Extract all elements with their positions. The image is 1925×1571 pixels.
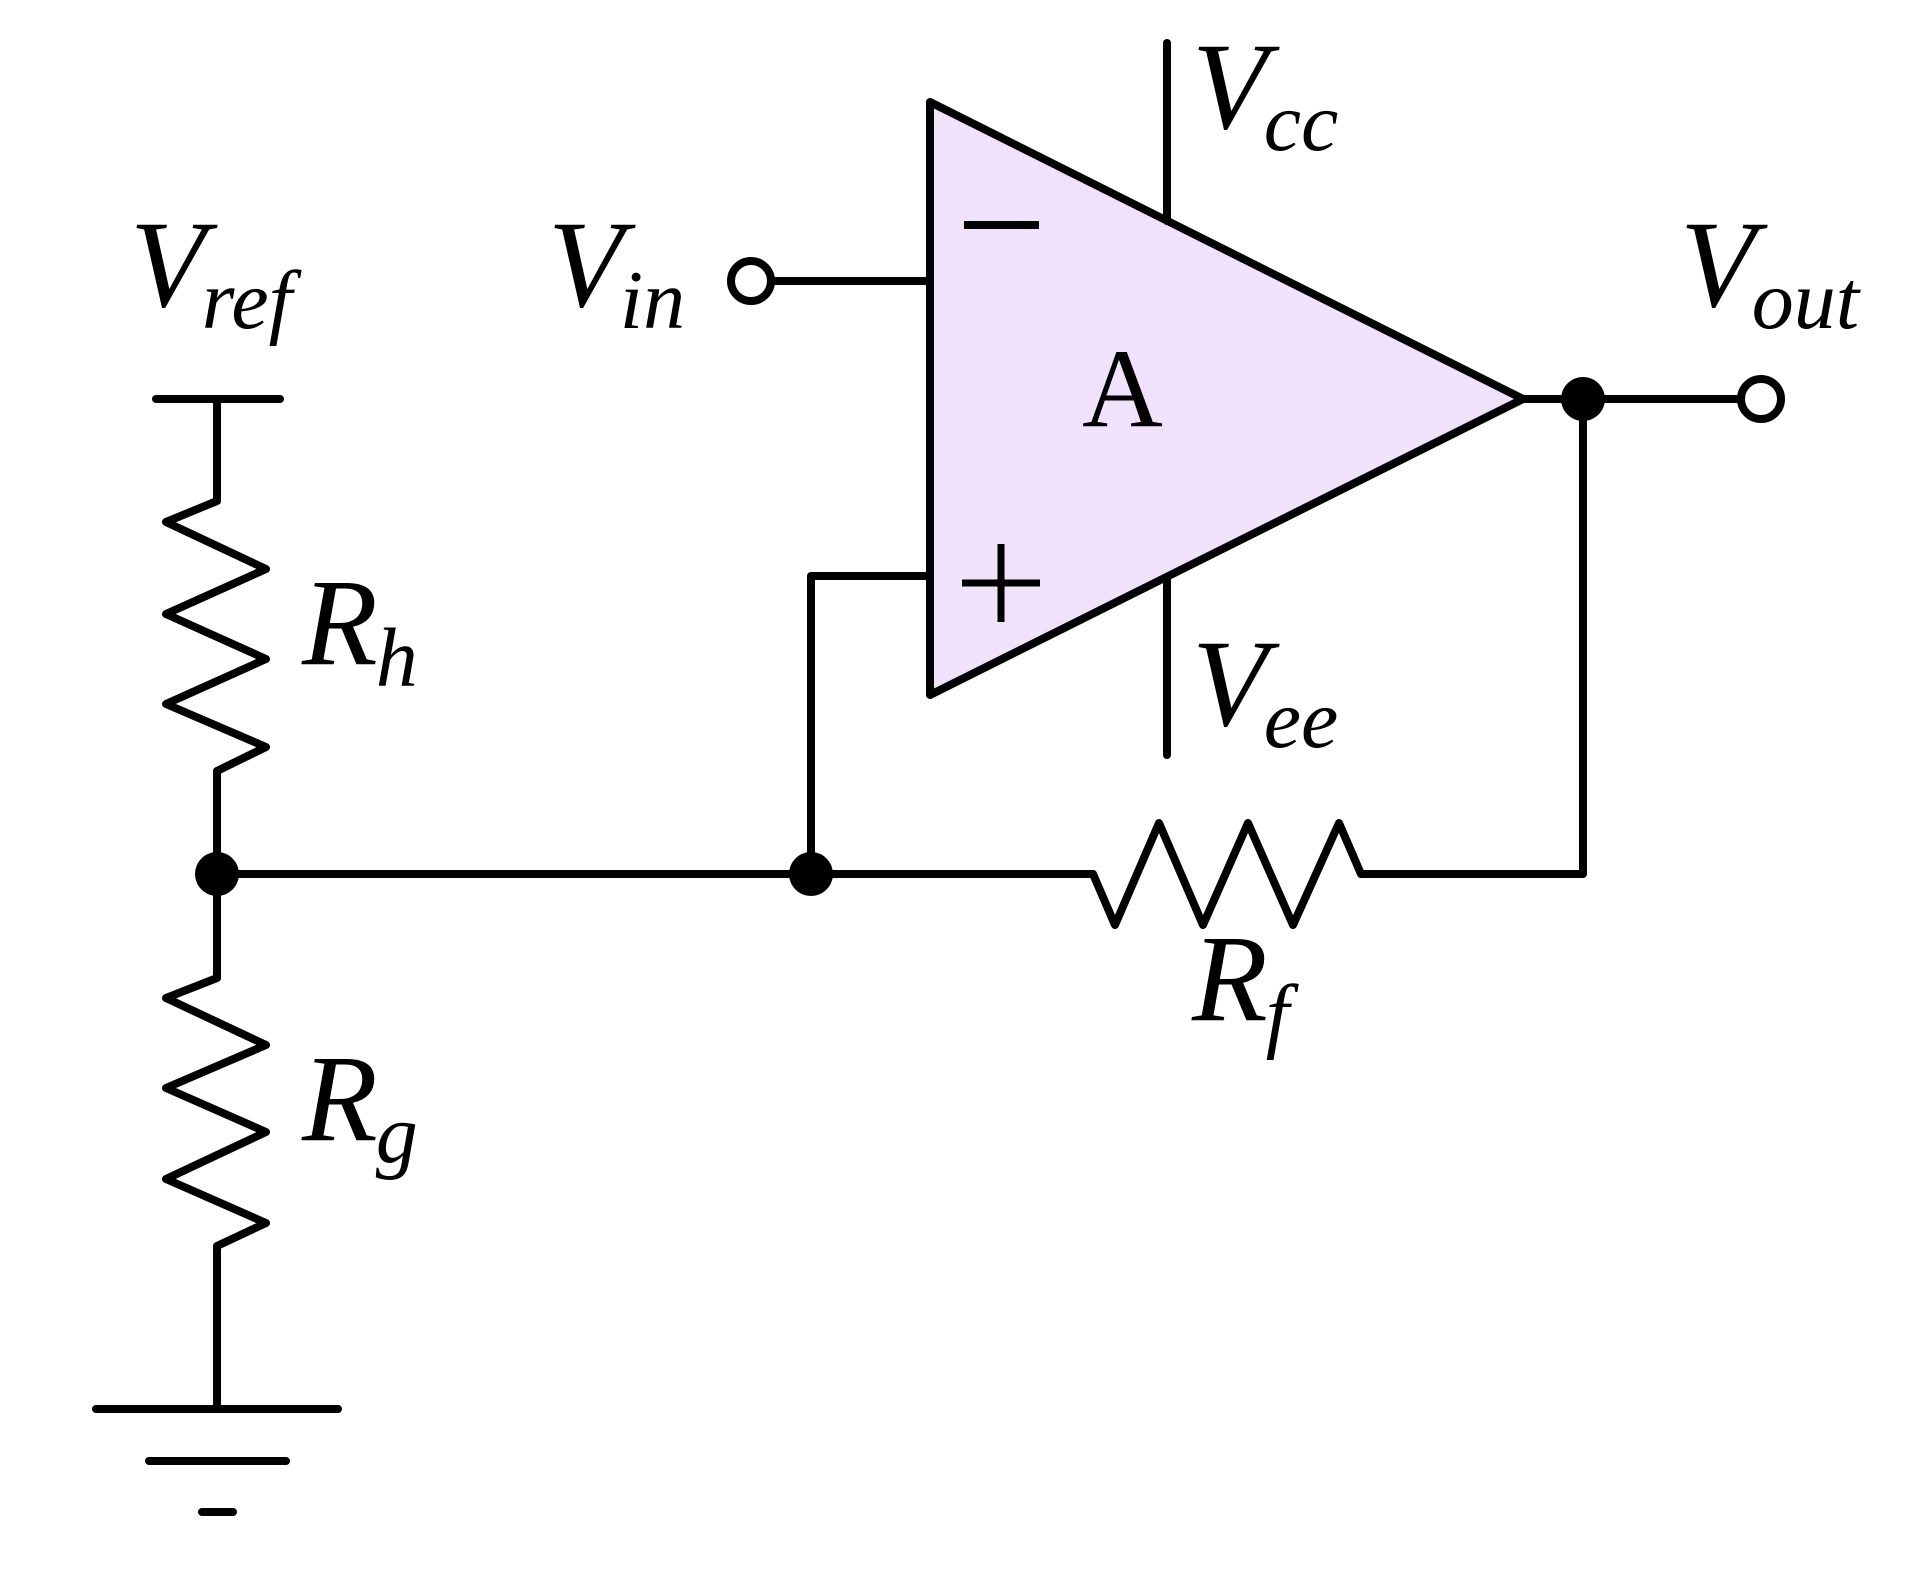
op-amp-triangle bbox=[926, 98, 1527, 699]
rf-label: Rf bbox=[1191, 910, 1300, 1061]
rg-resistor bbox=[162, 870, 270, 1413]
amplifier-label: A bbox=[1082, 327, 1163, 451]
feedback-junction-dot bbox=[789, 852, 833, 896]
output-junction-dot bbox=[1561, 377, 1605, 421]
vin-label: Vin bbox=[548, 196, 685, 347]
rg-label: Rg bbox=[301, 1030, 418, 1181]
rh-resistor bbox=[162, 395, 270, 878]
vee-label: Vee bbox=[1192, 615, 1338, 766]
vin-terminal[interactable] bbox=[727, 257, 775, 305]
ground-icon bbox=[92, 1405, 342, 1516]
rf-resistor bbox=[1089, 395, 1587, 929]
vout-terminal[interactable] bbox=[1737, 375, 1785, 423]
noninverting-input-wire bbox=[807, 572, 934, 878]
noninverting-sign-icon bbox=[962, 544, 1040, 622]
vref-label: Vref bbox=[130, 196, 303, 347]
vout-label: Vout bbox=[1680, 196, 1862, 347]
vcc-label: Vcc bbox=[1192, 18, 1338, 169]
rh-label: Rh bbox=[301, 554, 418, 705]
